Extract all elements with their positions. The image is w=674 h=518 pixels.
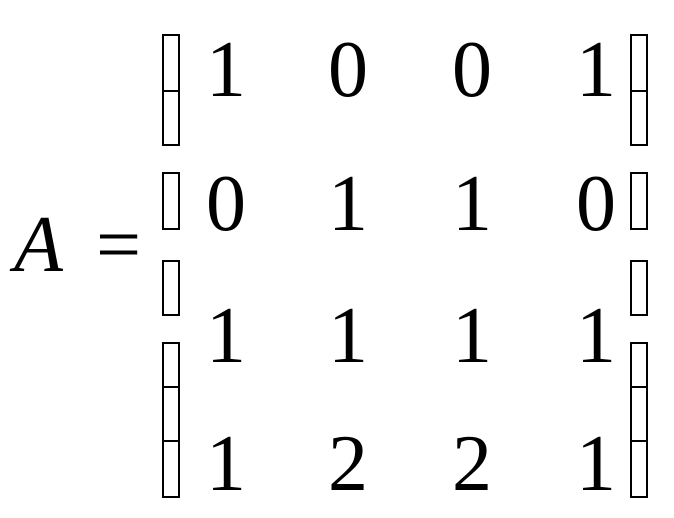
missing-glyph-box [630,34,648,92]
matrix-entry: 0 [576,160,616,248]
matrix-entry: 0 [206,160,246,248]
matrix-entry: 1 [576,26,616,114]
missing-glyph-box [630,260,648,316]
matrix-entry: 1 [206,26,246,114]
matrix-name: A = [14,205,141,285]
matrix-entry: 0 [328,26,368,114]
matrix-entry: 0 [452,26,492,114]
matrix-entry: 2 [452,420,492,508]
missing-glyph-box [630,440,648,498]
missing-glyph-box [162,34,180,92]
matrix-entry: 1 [452,292,492,380]
missing-glyph-box [162,172,180,230]
equals-sign: = [96,201,142,289]
matrix-entry: 1 [576,292,616,380]
matrix-entry: 1 [206,292,246,380]
matrix-entry: 1 [206,420,246,508]
left-bracket-glyphs [162,34,182,498]
missing-glyph-box [630,342,648,388]
matrix-entry: 1 [576,420,616,508]
missing-glyph-box [630,172,648,230]
missing-glyph-box [162,90,180,146]
missing-glyph-box [162,342,180,388]
matrix-entry: 1 [452,160,492,248]
matrix-entry: 1 [328,160,368,248]
matrix-entry: 2 [328,420,368,508]
missing-glyph-box [630,90,648,146]
right-bracket-glyphs [630,34,650,498]
matrix-body: 1 0 0 1 0 1 1 0 1 1 1 1 1 2 2 1 [196,20,626,504]
missing-glyph-box [162,386,180,442]
matrix-variable: A [14,201,63,289]
missing-glyph-box [162,260,180,316]
matrix-entry: 1 [328,292,368,380]
missing-glyph-box [630,386,648,442]
missing-glyph-box [162,440,180,498]
